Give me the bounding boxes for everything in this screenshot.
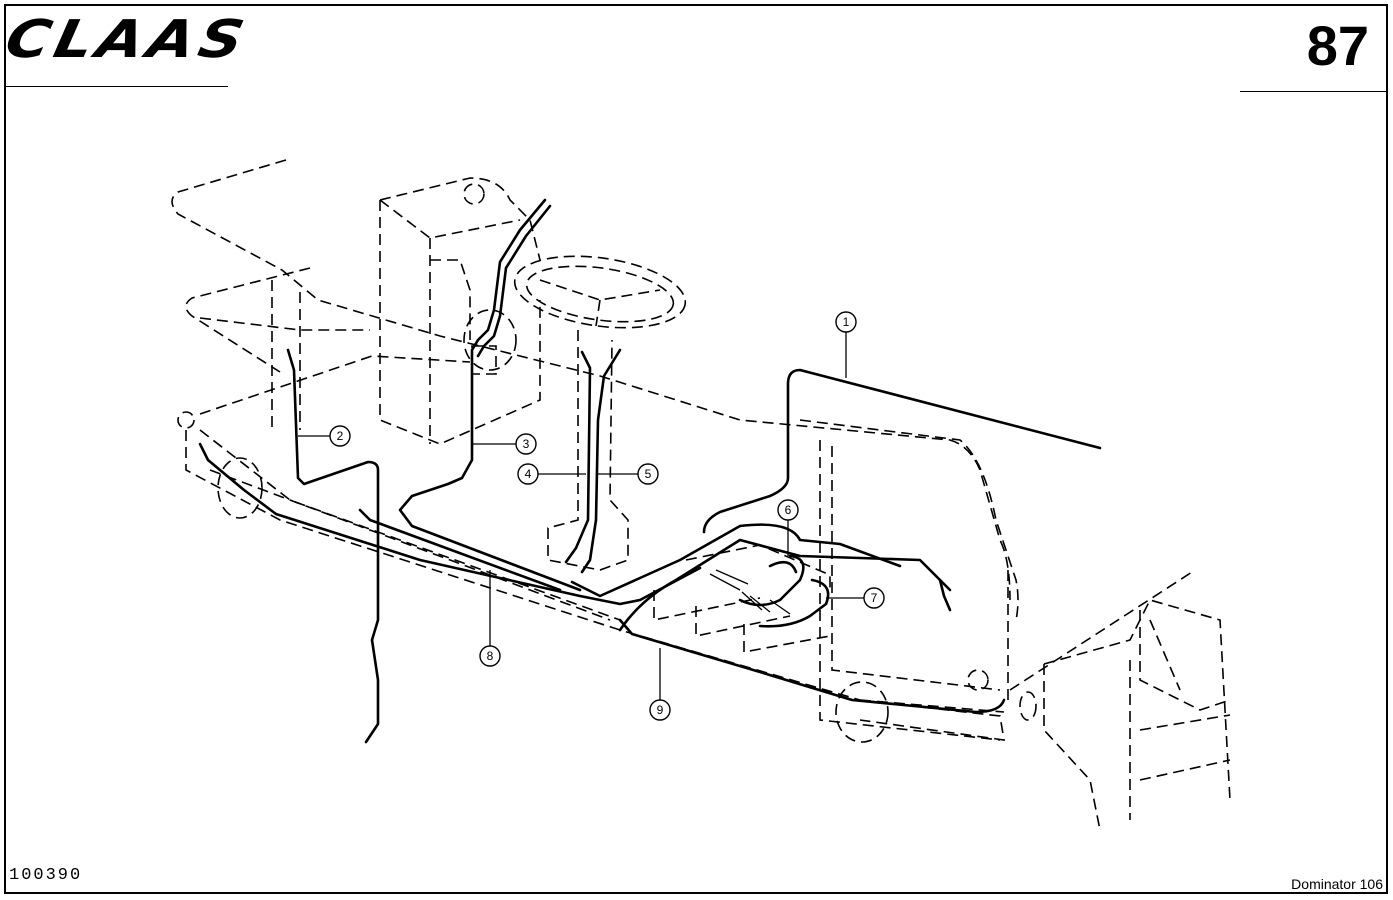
model-name: Dominator 106 xyxy=(1291,876,1383,892)
callout-7-label: 7 xyxy=(871,591,878,605)
callout-7: 7 xyxy=(826,587,885,609)
callout-3: 3 xyxy=(472,433,537,455)
callout-5-label: 5 xyxy=(645,467,652,481)
page-frame xyxy=(4,4,1388,894)
callout-1-label: 1 xyxy=(843,315,850,329)
page-number-underline xyxy=(1240,91,1386,92)
callout-3-label: 3 xyxy=(523,437,530,451)
callout-4-label: 4 xyxy=(525,467,532,481)
cable-harnesses xyxy=(198,198,1102,744)
callout-2: 2 xyxy=(298,425,351,447)
callout-8-label: 8 xyxy=(487,649,494,663)
document-number: 100390 xyxy=(9,866,83,885)
callout-8: 8 xyxy=(479,570,501,667)
callout-6: 6 xyxy=(777,499,799,556)
callout-9: 9 xyxy=(649,648,671,721)
logo-underline xyxy=(6,86,228,87)
callout-1: 1 xyxy=(835,311,857,378)
page-number: 87 xyxy=(1306,14,1369,77)
callout-6-label: 6 xyxy=(785,503,792,517)
machine-outline xyxy=(171,159,1231,831)
callout-2-label: 2 xyxy=(337,429,344,443)
callout-9-label: 9 xyxy=(657,703,664,717)
callout-5: 5 xyxy=(598,463,659,485)
callout-4: 4 xyxy=(517,463,586,485)
